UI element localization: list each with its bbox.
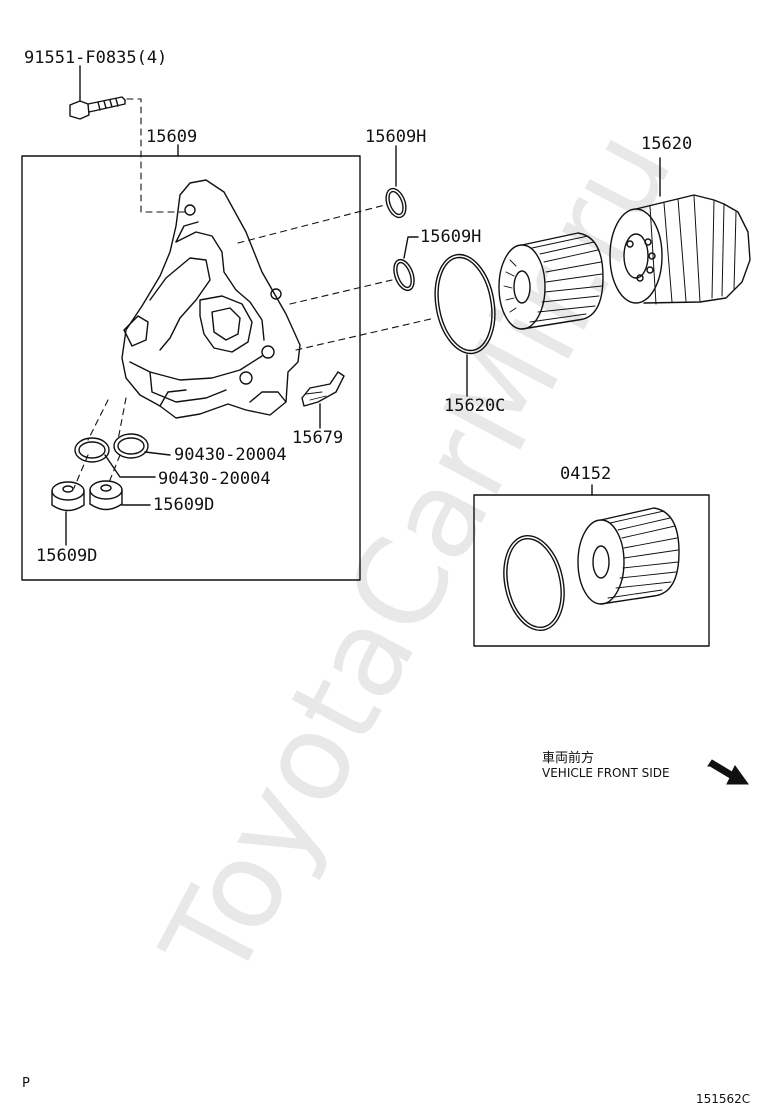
front-direction-arrow-icon bbox=[707, 759, 749, 785]
element-kit-box bbox=[473, 494, 710, 647]
direction-english: VEHICLE FRONT SIDE bbox=[542, 766, 670, 780]
label-bolt: 91551-F0835(4) bbox=[24, 48, 168, 68]
label-bracket: 15679 bbox=[292, 428, 344, 448]
gasket-2-icon bbox=[113, 433, 149, 459]
kit-filter-element-icon bbox=[577, 507, 680, 605]
label-gasket-2: 90430-20004 bbox=[158, 469, 271, 489]
housing-group-box bbox=[21, 155, 361, 581]
direction-japanese: 車両前方 bbox=[542, 751, 595, 766]
label-housing: 15609 bbox=[146, 127, 198, 147]
label-oring-h-mid: 15609H bbox=[420, 227, 482, 247]
plug-left-icon bbox=[51, 481, 85, 512]
oil-filter-housing-icon bbox=[121, 179, 301, 419]
plug-right-icon bbox=[89, 480, 123, 511]
label-cap-oring: 15620C bbox=[444, 396, 506, 416]
label-gasket-1: 90430-20004 bbox=[174, 445, 287, 465]
filter-element-icon bbox=[498, 232, 604, 330]
cap-oring-icon bbox=[434, 253, 496, 355]
bracket-icon bbox=[301, 371, 345, 407]
gasket-1-icon bbox=[74, 437, 110, 463]
label-oring-h-top: 15609H bbox=[365, 127, 427, 147]
label-plug-right: 15609D bbox=[153, 495, 215, 515]
bolt-icon bbox=[69, 65, 126, 120]
kit-oring-icon bbox=[503, 534, 565, 632]
drawing-number: 151562C bbox=[696, 1092, 751, 1106]
filter-cap-icon bbox=[609, 194, 751, 305]
oring-h-mid-icon bbox=[393, 258, 415, 292]
oring-h-top-icon bbox=[385, 187, 407, 219]
label-plug-left: 15609D bbox=[36, 546, 98, 566]
label-filter-cap: 15620 bbox=[641, 134, 693, 154]
footer-left-mark: P bbox=[22, 1076, 30, 1091]
label-element-kit: 04152 bbox=[560, 464, 612, 484]
